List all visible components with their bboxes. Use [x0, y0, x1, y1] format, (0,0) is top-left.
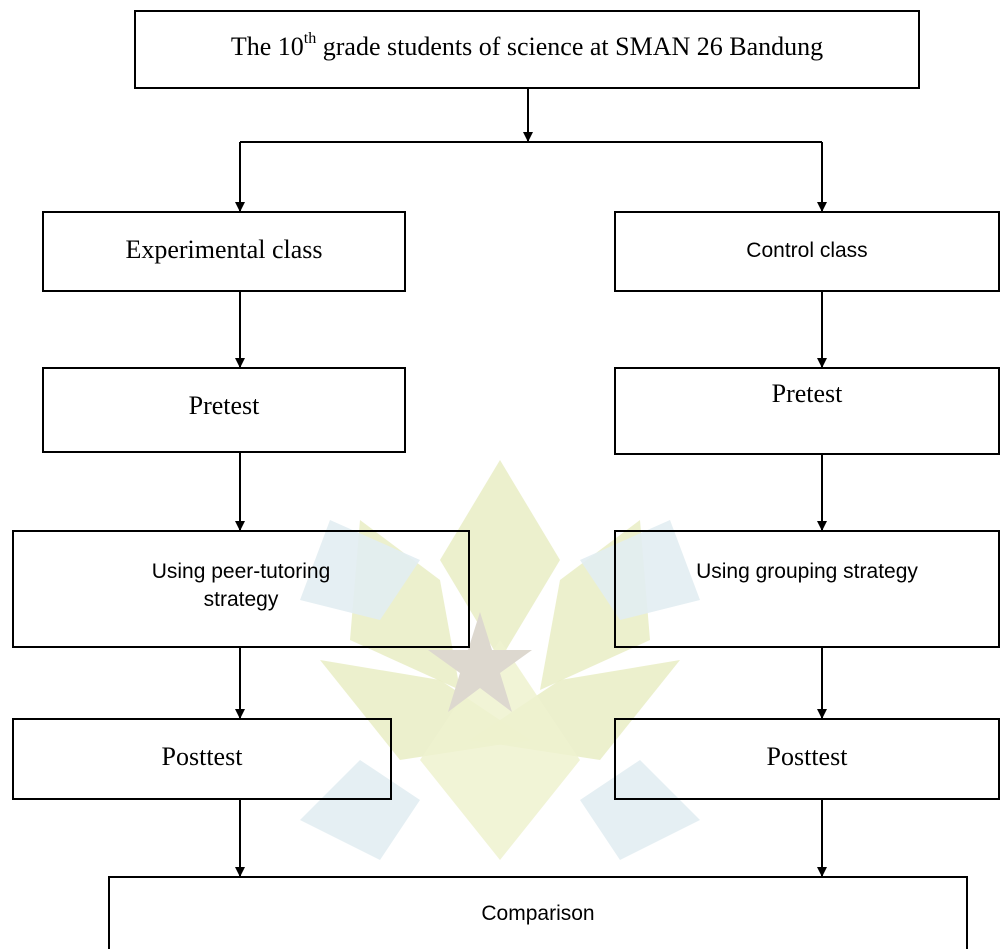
control-posttest-box: Posttest — [614, 718, 1000, 800]
root-text-before: The 10 — [230, 32, 304, 61]
root-label: The 10th grade students of science at SM… — [136, 29, 918, 62]
watermark-star — [428, 612, 532, 712]
root-superscript: th — [303, 29, 317, 47]
control-pretest-box: Pretest — [614, 367, 1000, 455]
control-posttest-label: Posttest — [766, 742, 848, 771]
root-text-after: grade students of science at SMAN 26 Ban… — [316, 32, 824, 61]
experimental-strategy-label-line1: Using peer-tutoring — [151, 560, 331, 583]
control-pretest-label: Pretest — [771, 379, 843, 408]
experimental-class-box: Experimental class — [42, 211, 406, 292]
comparison-box: Comparison — [108, 876, 968, 949]
comparison-label: Comparison — [481, 902, 595, 925]
control-strategy-label: Using grouping strategy — [696, 560, 918, 583]
control-strategy-box: Using grouping strategy — [614, 530, 1000, 648]
control-class-box: Control class — [614, 211, 1000, 292]
experimental-pretest-box: Pretest — [42, 367, 406, 453]
control-class-label: Control class — [746, 239, 868, 262]
experimental-pretest-label: Pretest — [188, 391, 260, 420]
experimental-posttest-box: Posttest — [12, 718, 392, 800]
root-box: The 10th grade students of science at SM… — [134, 10, 920, 89]
experimental-strategy-box: Using peer-tutoring strategy — [12, 530, 470, 648]
experimental-class-label: Experimental class — [125, 235, 323, 264]
experimental-strategy-label-line2: strategy — [203, 588, 279, 611]
experimental-posttest-label: Posttest — [161, 742, 243, 771]
